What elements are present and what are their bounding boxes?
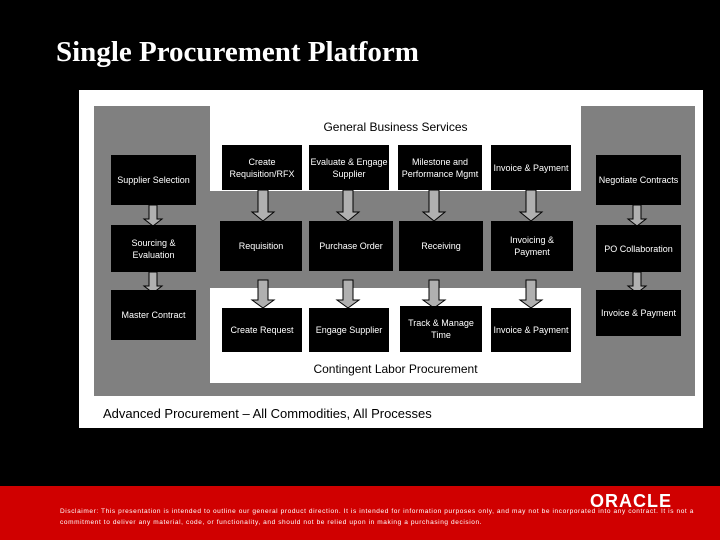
sourcing-evaluation-label: Sourcing & Evaluation xyxy=(131,237,176,260)
connector-arrow xyxy=(626,271,648,294)
connector-arrow xyxy=(518,189,544,222)
oracle-logo: ORACLE xyxy=(590,491,672,511)
bottom-invoice-payment-label: Invoice & Payment xyxy=(493,325,569,335)
connector-arrow xyxy=(421,279,447,309)
invoicing-payment-box: Invoicing & Payment xyxy=(491,221,573,271)
receiving-label: Receiving xyxy=(421,241,461,251)
diagram-caption: Advanced Procurement – All Commodities, … xyxy=(103,406,432,421)
right-invoice-payment-box: Invoice & Payment xyxy=(596,290,681,336)
create-request-box: Create Request xyxy=(222,308,302,352)
evaluate-engage-supplier-box: Evaluate & Engage Supplier xyxy=(309,145,389,190)
connector-arrow xyxy=(335,189,361,222)
top-invoice-payment-box: Invoice & Payment xyxy=(491,145,571,190)
milestone-performance-box: Milestone and Performance Mgmt xyxy=(398,145,482,190)
connector-arrow xyxy=(335,279,361,309)
invoicing-payment-label: Invoicing & Payment xyxy=(509,235,555,257)
right-invoice-payment-label: Invoice & Payment xyxy=(600,308,677,318)
create-requisition-rfx-box: Create Requisition/RFX xyxy=(222,145,302,190)
connector-arrow xyxy=(421,189,447,222)
disclaimer-text: Disclaimer: This presentation is intende… xyxy=(60,508,694,526)
page-title: Single Procurement Platform xyxy=(56,36,419,68)
connector-arrow xyxy=(626,204,648,227)
purchase-order-label: Purchase Order xyxy=(319,241,383,251)
track-manage-time-label: Track & Manage Time xyxy=(408,318,474,340)
bottom-band-label: Contingent Labor Procurement xyxy=(313,362,478,376)
master-contract-box: Master Contract xyxy=(111,290,196,340)
master-contract-label: Master Contract xyxy=(121,310,186,320)
top-invoice-payment-label: Invoice & Payment xyxy=(493,162,569,173)
top-band-label: General Business Services xyxy=(323,120,468,134)
po-collaboration-box: PO Collaboration xyxy=(596,225,681,272)
engage-supplier-label: Engage Supplier xyxy=(315,325,383,335)
purchase-order-box: Purchase Order xyxy=(309,221,393,271)
requisition-box: Requisition xyxy=(220,221,302,271)
negotiate-contracts-label: Negotiate Contracts xyxy=(598,175,679,185)
create-requisition-rfx-label: Create Requisition/RFX xyxy=(229,156,295,179)
po-collaboration-label: PO Collaboration xyxy=(604,243,673,254)
connector-arrow xyxy=(518,279,544,309)
supplier-selection-box: Supplier Selection xyxy=(111,155,196,205)
receiving-box: Receiving xyxy=(399,221,483,271)
negotiate-contracts-box: Negotiate Contracts xyxy=(596,155,681,205)
footer-band xyxy=(0,486,720,540)
supplier-selection-label: Supplier Selection xyxy=(117,175,190,185)
connector-arrow xyxy=(250,189,276,222)
track-manage-time-box: Track & Manage Time xyxy=(400,306,482,352)
connector-arrow xyxy=(250,279,276,309)
requisition-label: Requisition xyxy=(238,241,284,251)
create-request-label: Create Request xyxy=(230,325,294,335)
engage-supplier-box: Engage Supplier xyxy=(309,308,389,352)
sourcing-evaluation-box: Sourcing & Evaluation xyxy=(111,225,196,272)
connector-arrow xyxy=(142,204,164,227)
bottom-invoice-payment-box: Invoice & Payment xyxy=(491,308,571,352)
milestone-performance-label: Milestone and Performance Mgmt xyxy=(401,156,479,179)
evaluate-engage-supplier-label: Evaluate & Engage Supplier xyxy=(310,156,388,179)
connector-arrow xyxy=(142,271,164,294)
